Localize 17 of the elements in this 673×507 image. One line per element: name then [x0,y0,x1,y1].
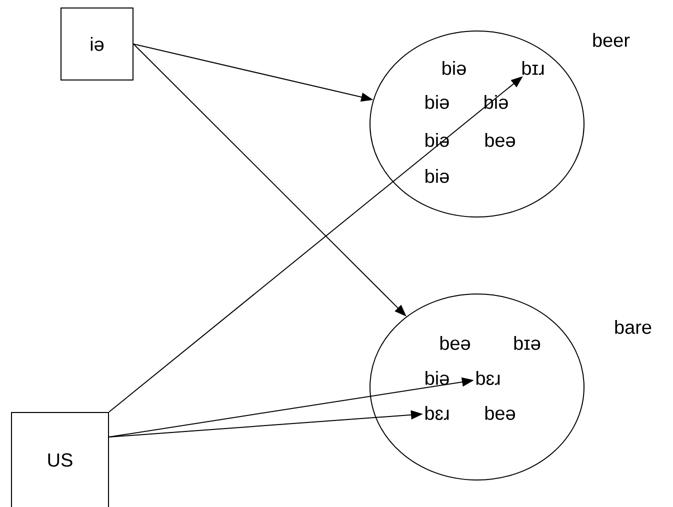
word: biə [426,371,449,385]
word: bɛɹ [476,371,500,385]
word: biə [426,95,449,109]
ellipse [370,30,584,218]
text-box: iə [60,8,134,80]
word: bɪə [514,336,540,350]
text-box: US [11,412,109,507]
ellipse [370,294,584,480]
word: biə [426,169,449,183]
beside-label: bare [615,320,652,334]
word: bɛɹ [425,406,449,420]
word: biə [442,61,466,75]
word: bɪɹ [522,61,544,75]
word: beə [440,336,470,350]
beside-label: beer [593,33,630,47]
word: beə [485,406,515,420]
word: beə [485,133,515,147]
